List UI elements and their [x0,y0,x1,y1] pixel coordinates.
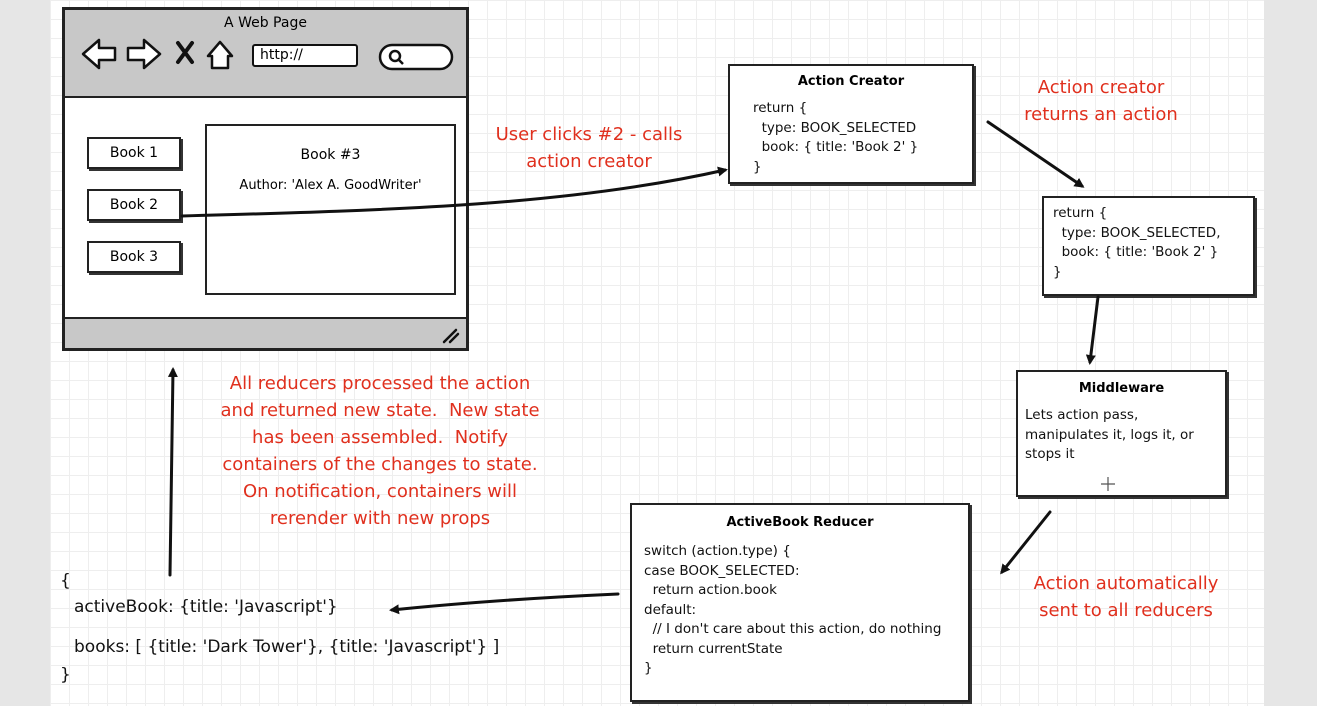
address-text: http:// [260,47,303,63]
action-object-code: return { type: BOOK_SELECTED, book: { ti… [1053,205,1221,280]
annotation-user-clicks: User clicks #2 - calls action creator [495,124,683,172]
arrow-middleware-to-reducer [1000,510,1052,575]
stop-icon[interactable] [176,41,194,64]
plus-icon [1101,477,1115,491]
book-detail-panel: Book #3 Author: 'Alex A. GoodWriter' [205,124,456,295]
browser-status-bar [65,317,466,348]
back-arrow-icon[interactable] [81,38,117,70]
book-3-button[interactable]: Book 3 [87,241,181,273]
window-title: A Web Page [224,15,307,31]
state-active-book: activeBook: {title: 'Javascript'} [74,597,338,617]
action-creator-code: return { type: BOOK_SELECTED book: { tit… [753,100,919,175]
action-creator-title: Action Creator [797,74,905,89]
book-detail-title: Book #3 [300,147,361,163]
forward-arrow-icon[interactable] [126,38,162,70]
action-creator-box: Action Creator return { type: BOOK_SELEC… [728,64,974,184]
diagram-canvas: A Web Page http:// Book 1 Book 2 Book 3 [50,0,1264,706]
toolbar-icons [81,38,454,71]
middleware-description: Lets action pass, manipulates it, logs i… [1025,407,1194,462]
active-book-reducer-box: ActiveBook Reducer switch (action.type) … [630,503,970,702]
search-icon[interactable] [388,49,404,65]
action-object-box: return { type: BOOK_SELECTED, book: { ti… [1042,196,1255,296]
annotation-returns-action: Action creator returns an action [1024,77,1178,125]
arrow-reducer-to-state [389,592,620,615]
annotation-sent-to-reducers: Action automatically sent to all reducer… [1033,573,1219,621]
browser-toolbar: A Web Page http:// [65,10,466,98]
middleware-title: Middleware [1078,381,1165,396]
address-bar[interactable]: http:// [252,44,358,67]
book-1-button[interactable]: Book 1 [87,137,181,169]
browser-window: A Web Page http:// Book 1 Book 2 Book 3 [62,7,469,351]
arrow-state-to-browser [167,367,178,577]
arrow-creator-to-action [986,120,1085,188]
reducer-code: switch (action.type) { case BOOK_SELECTE… [644,543,942,676]
resize-grip-icon[interactable] [438,322,462,346]
arrow-action-to-middleware [1085,295,1100,365]
state-books: books: [ {title: 'Dark Tower'}, {title: … [74,637,500,657]
annotation-reducers-processed: All reducers processed the action and re… [220,373,540,529]
book-detail-author: Author: 'Alex A. GoodWriter' [239,178,422,193]
middleware-box: Middleware Lets action pass, manipulates… [1016,370,1227,497]
state-open-brace: { [60,571,71,591]
reducer-title: ActiveBook Reducer [726,515,874,530]
home-icon[interactable] [206,40,234,70]
book-2-button[interactable]: Book 2 [87,189,181,221]
state-close-brace: } [60,665,71,685]
